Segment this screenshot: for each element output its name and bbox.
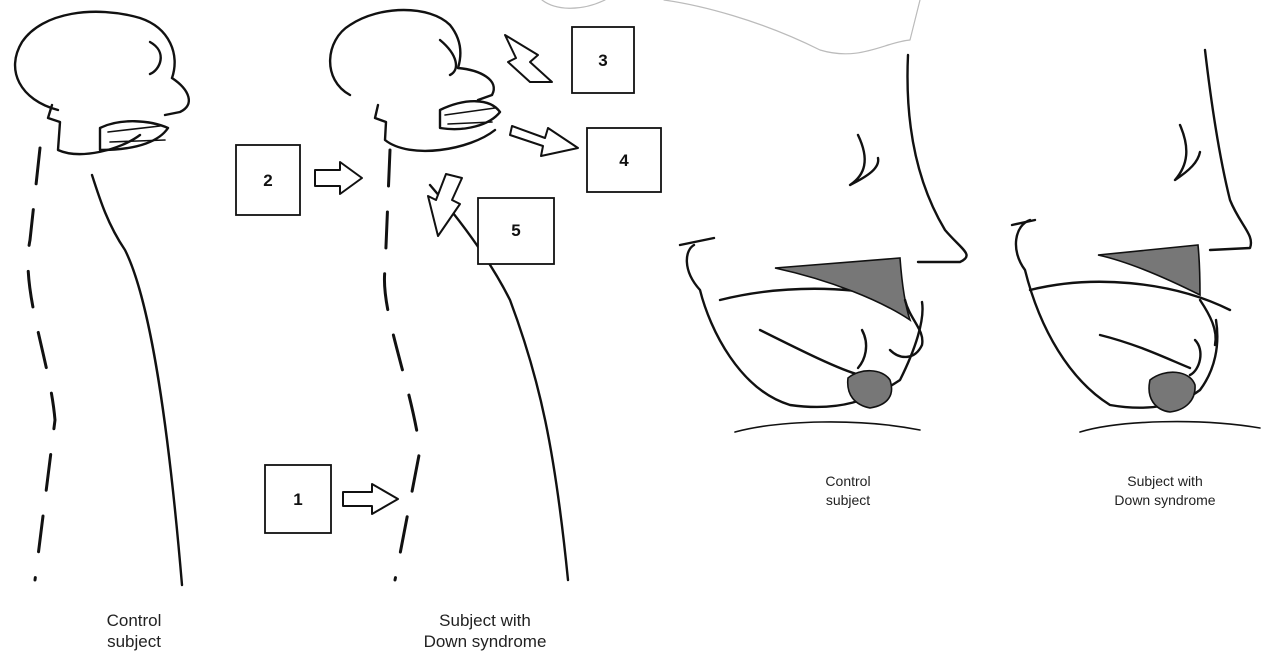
caption-line-1: Control xyxy=(788,472,908,491)
marker-4-arrow xyxy=(510,126,578,156)
down-syndrome-oral-closeup-figure xyxy=(1012,50,1260,432)
marker-1-arrow xyxy=(343,484,398,514)
marker-3-arrow xyxy=(505,35,552,82)
caption-line-2: Down syndrome xyxy=(1090,491,1240,510)
marker-5: 5 xyxy=(428,174,554,264)
caption-line-1: Subject with xyxy=(400,610,570,631)
caption-line-1: Subject with xyxy=(1090,472,1240,491)
decorative-arc xyxy=(664,0,920,54)
caption-down-syndrome-right: Subject with Down syndrome xyxy=(1090,472,1240,510)
caption-control-subject-right: Control subject xyxy=(788,472,908,510)
control-oral-closeup-figure xyxy=(680,55,967,432)
marker-3: 3 xyxy=(505,27,634,93)
marker-1: 1 xyxy=(265,465,398,533)
marker-5-arrow xyxy=(428,174,462,236)
caption-line-2: subject xyxy=(74,631,194,652)
marker-5-label: 5 xyxy=(511,221,520,240)
marker-4-label: 4 xyxy=(619,151,629,170)
caption-line-2: Down syndrome xyxy=(400,631,570,652)
marker-4: 4 xyxy=(510,126,661,192)
control-profile-figure xyxy=(15,12,189,585)
decorative-arc-small xyxy=(542,0,605,8)
marker-2-arrow xyxy=(315,162,362,194)
marker-3-label: 3 xyxy=(598,51,607,70)
marker-1-label: 1 xyxy=(293,490,302,509)
caption-down-syndrome-left: Subject with Down syndrome xyxy=(400,610,570,652)
marker-2: 2 xyxy=(236,145,362,215)
caption-line-2: subject xyxy=(788,491,908,510)
caption-line-1: Control xyxy=(74,610,194,631)
caption-control-subject-left: Control subject xyxy=(74,610,194,652)
marker-2-label: 2 xyxy=(263,171,272,190)
